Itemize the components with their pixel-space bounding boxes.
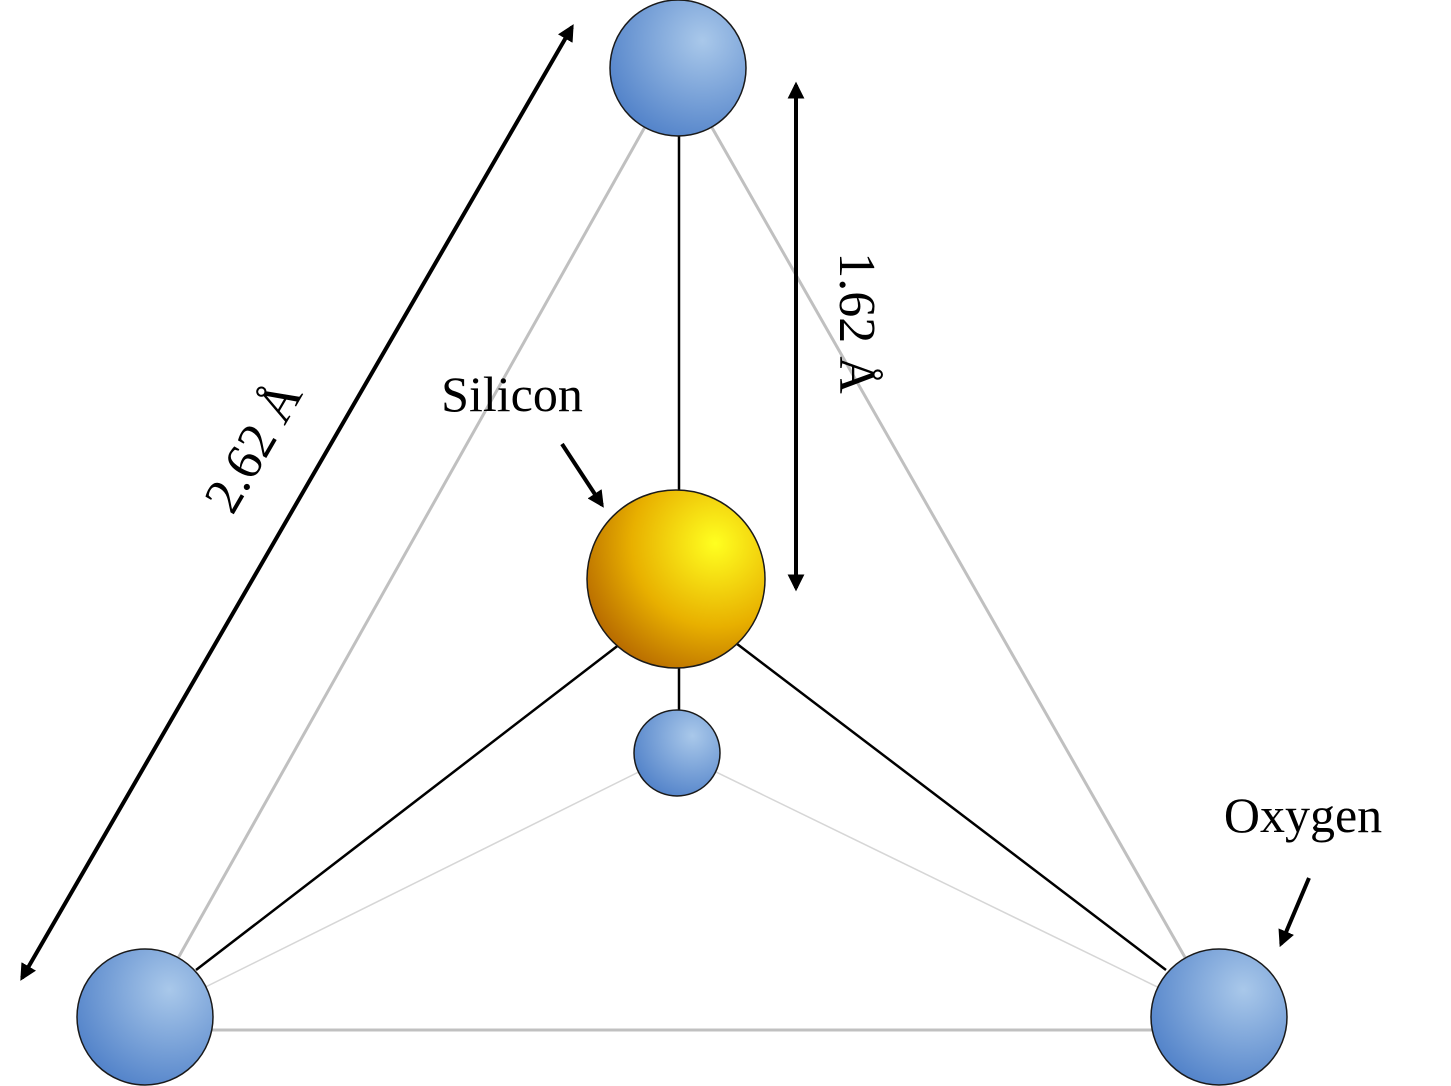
oxygen-pointer-arrow [1278, 877, 1311, 948]
oxygen-label: Oxygen [1224, 787, 1382, 843]
silicon-label: Silicon [441, 366, 583, 422]
oxygen-atom-top [609, 0, 747, 137]
edge-back-left [144, 752, 678, 1018]
edge-length-label: 2.62 Å [194, 371, 314, 522]
bond-right [723, 633, 1167, 971]
oxygen-atom-bottom-left [76, 948, 214, 1086]
edge-length-arrow [20, 24, 574, 981]
bond-length-label: 1.62 Å [828, 252, 885, 394]
oxygen-atom-bottom-right [1150, 948, 1288, 1086]
edge-top-right [676, 67, 1221, 1018]
silicon-atom [586, 489, 766, 669]
bond-left [195, 633, 634, 971]
oxygen-atom-back [633, 709, 721, 797]
silicon-pointer-arrow [560, 442, 604, 508]
edge-back-right [676, 752, 1220, 1018]
